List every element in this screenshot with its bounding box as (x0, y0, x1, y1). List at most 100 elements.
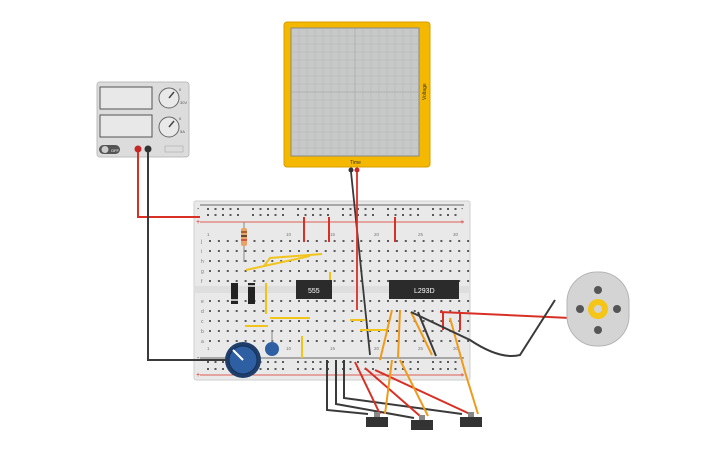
capacitor[interactable] (265, 330, 279, 356)
breadboard-hole (262, 310, 265, 312)
breadboard-hole (342, 208, 344, 210)
potentiometer[interactable] (225, 342, 261, 378)
breadboard-hole (267, 368, 269, 370)
breadboard-hole (395, 340, 398, 342)
breadboard-hole (372, 368, 374, 370)
breadboard-hole (342, 240, 345, 242)
breadboard-hole (298, 260, 300, 262)
breadboard-hole (369, 240, 372, 242)
breadboard-hole (402, 368, 404, 370)
current-knob-min-mark: 0 (179, 116, 182, 121)
breadboard-hole (395, 250, 398, 252)
slide-switch-3[interactable] (460, 412, 482, 427)
breadboard-hole (235, 340, 238, 342)
breadboard-hole (324, 300, 327, 302)
timer-chip[interactable]: 555 (296, 280, 332, 299)
diode-left[interactable] (231, 283, 238, 304)
breadboard-hole (214, 208, 217, 210)
breadboard-hole (333, 340, 336, 342)
breadboard-hole (467, 310, 470, 312)
positive-terminal[interactable] (134, 145, 142, 153)
breadboard-hole (253, 320, 256, 322)
driver-chip-label: L293D (414, 288, 435, 295)
breadboard-hole (378, 310, 381, 312)
breadboard-hole (372, 208, 374, 210)
breadboard-hole (387, 208, 389, 210)
breadboard-hole (422, 310, 425, 312)
breadboard-hole (297, 208, 299, 210)
row-letter: j (200, 239, 202, 245)
yellow-jumpers[interactable] (245, 253, 388, 358)
oscilloscope[interactable]: Time Voltage (283, 21, 431, 173)
breadboard-hole (298, 340, 300, 342)
orange-jumpers[interactable] (379, 309, 466, 373)
breadboard-hole (351, 330, 354, 332)
breadboard-hole (207, 361, 209, 363)
negative-terminal[interactable] (144, 145, 152, 153)
breadboard-hole (274, 208, 277, 210)
motor-black-wire[interactable] (410, 299, 556, 357)
column-number: 1 (207, 346, 210, 351)
breadboard-hole (226, 250, 229, 252)
breadboard-hole (351, 270, 354, 272)
breadboard-hole (351, 250, 354, 252)
breadboard-hole (315, 260, 318, 262)
breadboard-hole (357, 208, 359, 210)
breadboard-hole (447, 208, 449, 210)
red-wire-supply[interactable] (137, 152, 200, 218)
red-jumpers[interactable] (303, 217, 461, 330)
breadboard-hole (369, 250, 372, 252)
breadboard-hole (333, 240, 336, 242)
scope-probe-positive[interactable] (354, 167, 360, 173)
diode-right[interactable] (248, 283, 255, 304)
breadboard-hole (417, 208, 419, 210)
motor-red-wire[interactable] (439, 311, 571, 319)
breadboard-hole (333, 330, 336, 332)
slide-switch-1[interactable] (366, 412, 388, 427)
chip-ground-wire[interactable] (417, 311, 437, 357)
power-supply[interactable]: 0 30V 0 5A OFF (96, 81, 190, 158)
breadboard-hole (252, 214, 254, 216)
breadboard-hole (262, 320, 265, 322)
breadboard-hole (333, 320, 336, 322)
breadboard-hole (226, 280, 229, 282)
row-letter: e (201, 299, 204, 305)
breadboard-hole (413, 240, 416, 242)
breadboard-hole (422, 340, 425, 342)
dc-motor[interactable] (566, 271, 630, 347)
bottom-rail-plus-right: + (460, 372, 464, 379)
breadboard-hole (342, 214, 344, 216)
scope-probe-negative[interactable] (348, 167, 354, 173)
breadboard-hole (235, 320, 238, 322)
breadboard-hole (458, 240, 461, 242)
breadboard-hole (207, 368, 209, 370)
breadboard-hole (449, 260, 452, 262)
column-number: 25 (418, 232, 424, 237)
scope-ground-wire[interactable] (350, 171, 371, 356)
breadboard-hole (306, 260, 309, 262)
breadboard-hole (351, 260, 354, 262)
current-knob-max-mark: 5A (180, 129, 185, 134)
slide-switch-2[interactable] (411, 415, 433, 430)
resistor[interactable] (241, 222, 247, 262)
breadboard-holes[interactable] (207, 208, 470, 370)
black-wire-supply[interactable] (147, 152, 228, 361)
driver-chip[interactable]: L293D (389, 280, 459, 299)
breadboard-hole (369, 270, 372, 272)
breadboard-hole (235, 260, 238, 262)
voltage-knob-min-mark: 0 (179, 87, 182, 92)
breadboard-hole (282, 208, 284, 210)
breadboard-hole (297, 214, 299, 216)
breadboard-hole (244, 250, 247, 252)
column-number: 10 (286, 232, 292, 237)
breadboard-hole (449, 270, 452, 272)
breadboard-hole (458, 340, 461, 342)
breadboard-hole (289, 240, 292, 242)
switch-wires[interactable] (326, 359, 479, 419)
breadboard-hole (404, 250, 407, 252)
breadboard-hole (440, 260, 443, 262)
breadboard-hole (360, 240, 363, 242)
breadboard-hole (349, 214, 352, 216)
breadboard-hole (454, 214, 457, 216)
